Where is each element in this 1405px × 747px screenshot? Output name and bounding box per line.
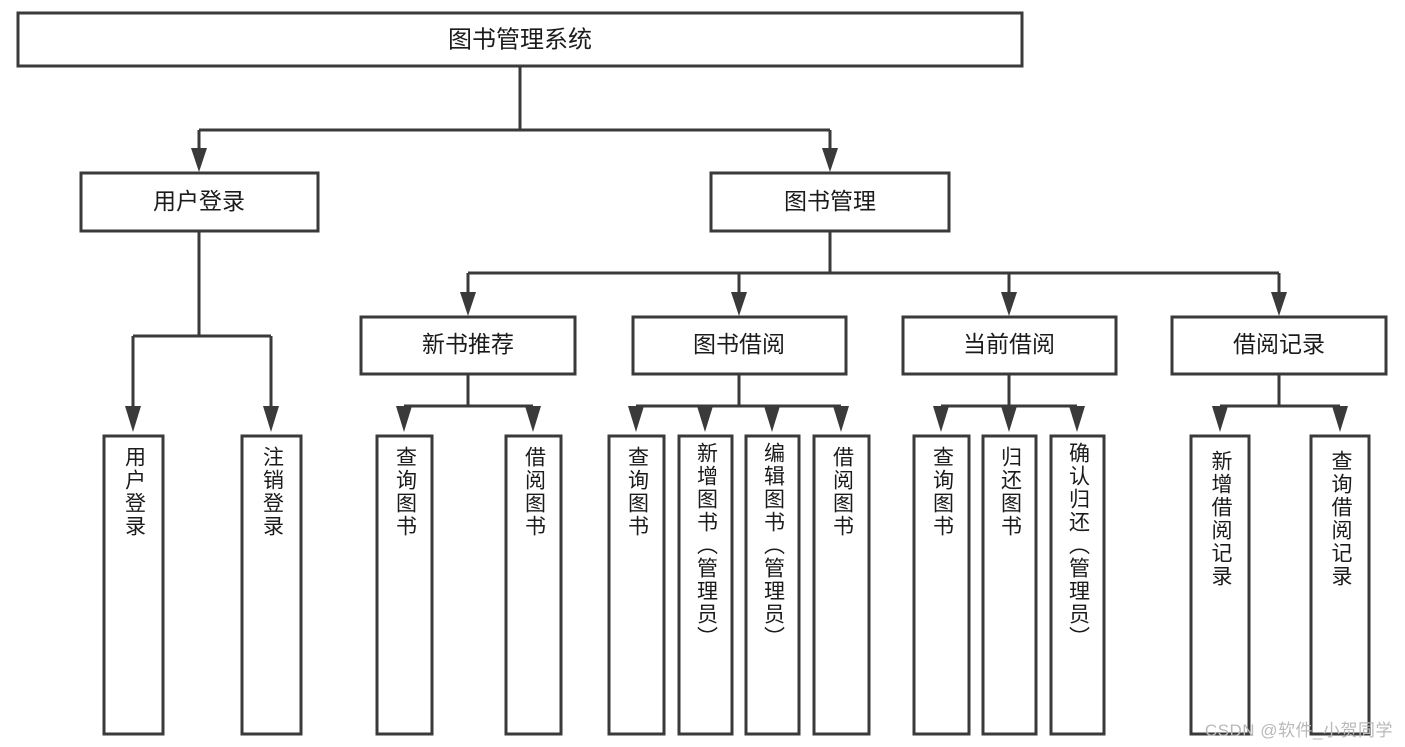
leaf-box-current-borrow-0[interactable] [912, 434, 971, 736]
node-borrow-record[interactable]: 借阅记录 [1170, 315, 1388, 376]
connector-newbook-to-leaves [396, 374, 541, 432]
connector-userlogin-to-leaves [125, 231, 279, 432]
csdn-watermark: CSDN @软件_小贺同学 [1204, 721, 1393, 740]
node-user-login-label: 用户登录 [153, 188, 245, 214]
node-new-book-recommend-label: 新书推荐 [422, 331, 514, 357]
node-book-borrow-label: 图书借阅 [693, 331, 785, 357]
leaf-box-current-borrow-1[interactable] [981, 434, 1038, 736]
node-new-book-recommend[interactable]: 新书推荐 [359, 315, 577, 376]
node-book-management-label: 图书管理 [784, 188, 876, 214]
node-current-borrow-label: 当前借阅 [963, 331, 1055, 357]
node-book-borrow[interactable]: 图书借阅 [631, 315, 848, 376]
connector-currentborrow-to-leaves [933, 374, 1085, 432]
leaf-box-current-borrow-2[interactable] [1049, 434, 1106, 736]
leaf-box-new-book-1[interactable] [504, 434, 563, 736]
node-user-login[interactable]: 用户登录 [79, 171, 320, 233]
leaf-box-user-login-0[interactable] [102, 434, 165, 736]
leaf-box-new-book-0[interactable] [375, 434, 434, 736]
leaf-box-book-borrow-2[interactable] [744, 434, 801, 736]
leaf-box-borrow-record-1[interactable] [1309, 434, 1371, 736]
node-book-management[interactable]: 图书管理 [709, 171, 951, 233]
connector-borrowrecord-to-leaves [1212, 374, 1348, 432]
node-root-label: 图书管理系统 [448, 26, 592, 53]
node-borrow-record-label: 借阅记录 [1233, 331, 1325, 357]
connector-bookmgmt-to-level3 [460, 231, 1287, 316]
node-root[interactable]: 图书管理系统 [16, 11, 1024, 68]
connector-bookborrow-to-leaves [628, 374, 849, 432]
leaf-box-book-borrow-3[interactable] [812, 434, 871, 736]
connector-root-to-level2 [191, 66, 838, 172]
leaf-box-user-login-1[interactable] [240, 434, 303, 736]
leaf-box-book-borrow-0[interactable] [607, 434, 666, 736]
node-current-borrow[interactable]: 当前借阅 [901, 315, 1118, 376]
leaf-box-borrow-record-0[interactable] [1189, 434, 1251, 736]
leaf-box-book-borrow-1[interactable] [677, 434, 734, 736]
